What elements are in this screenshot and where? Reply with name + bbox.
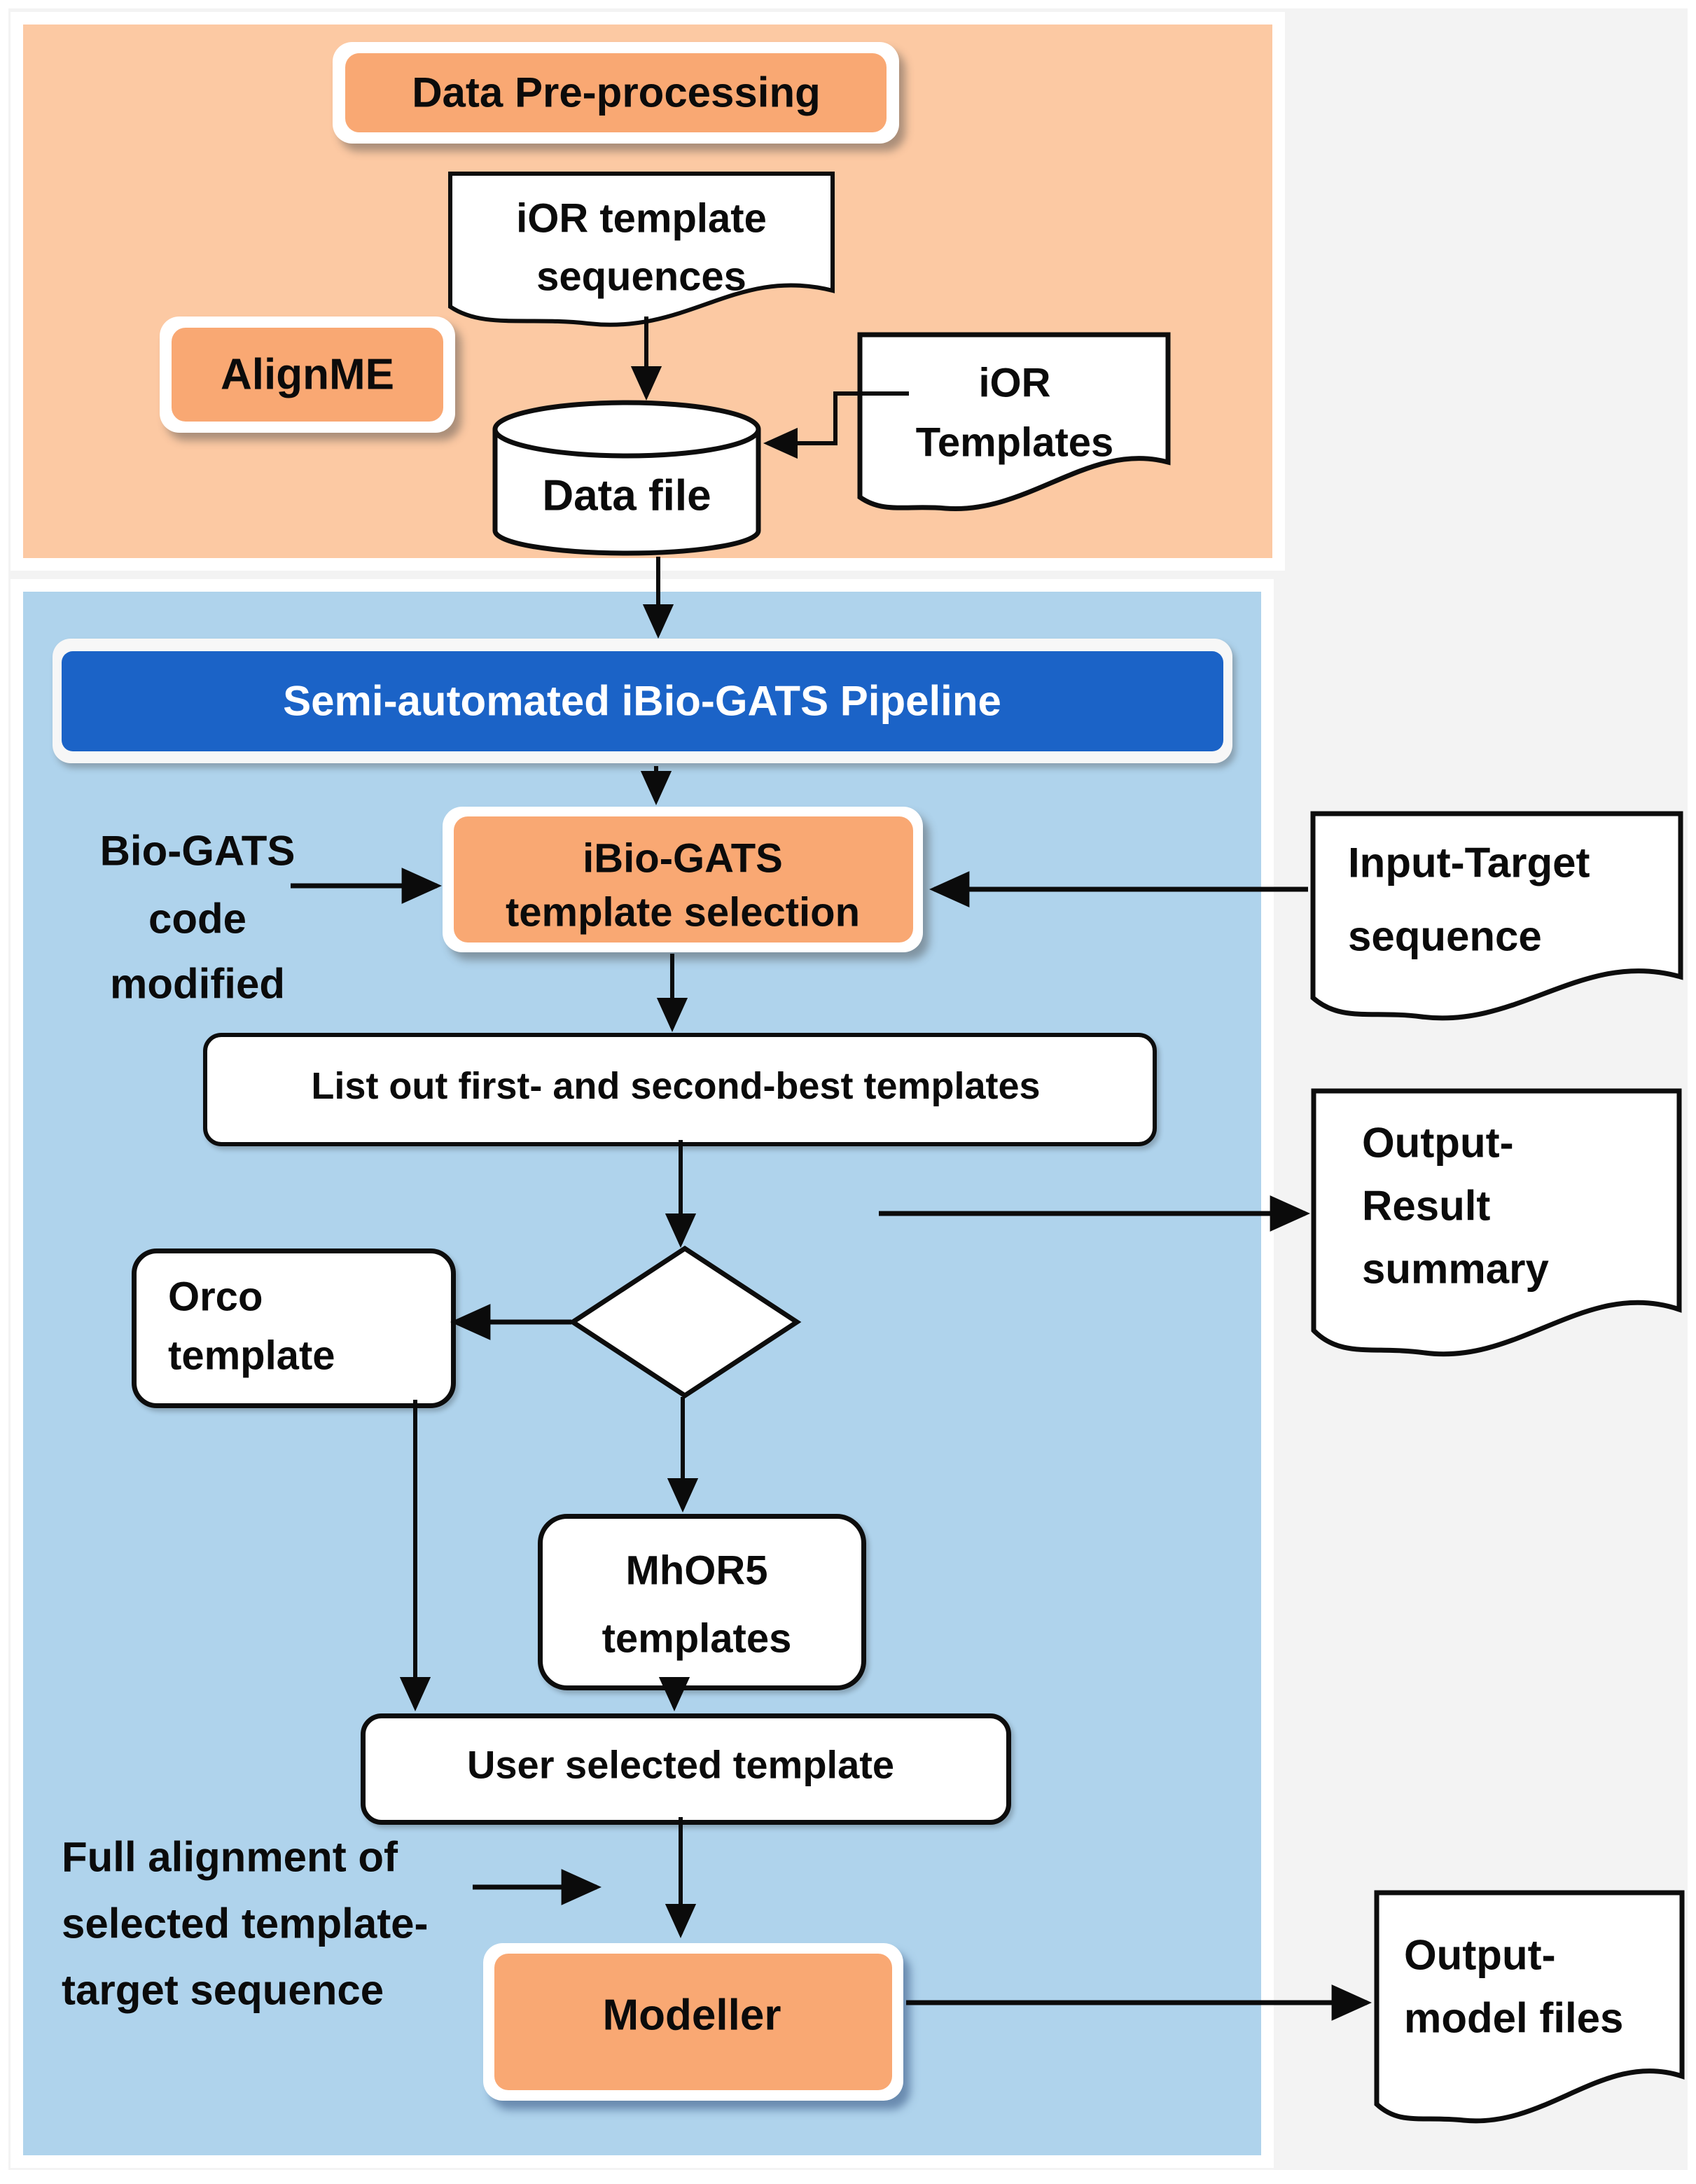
- output-result-document: [1311, 1088, 1682, 1357]
- modeller-box-fill: [494, 1954, 892, 2090]
- output-result-label-line3: summary: [1362, 1245, 1549, 1293]
- data-file-label: Data file: [542, 471, 711, 520]
- input-target-document: [1310, 811, 1683, 1021]
- template-selection-label-line1: iBio-GATS: [583, 835, 783, 882]
- output-result-label-line1: Output-: [1362, 1119, 1514, 1167]
- modeller-label: Modeller: [602, 1991, 781, 2040]
- template-selection-box-fill: [454, 816, 913, 943]
- ior-templates-document: [857, 332, 1171, 512]
- output-result-label-line2: Result: [1362, 1182, 1491, 1230]
- user-selected-template-box: [361, 1713, 1011, 1825]
- input-target-label-line1: Input-Target: [1348, 839, 1590, 886]
- arrow-templates-to-datafile: [763, 391, 909, 459]
- pipeline-banner-label: Semi-automated iBio-GATS Pipeline: [283, 677, 1001, 725]
- mhor5-label-line2: templates: [602, 1615, 792, 1662]
- output-model-document: [1374, 1890, 1685, 2124]
- input-target-label-line2: sequence: [1348, 912, 1542, 960]
- biogats-note-line1: Bio-GATS: [99, 827, 296, 875]
- pipeline-banner-fill: [62, 651, 1223, 751]
- alignme-label: AlignME: [221, 350, 394, 399]
- mhor5-label-line1: MhOR5: [625, 1547, 768, 1594]
- alignme-box-fill: [172, 328, 443, 422]
- data-file-cylinder: [492, 400, 761, 556]
- data-preprocessing-label: Data Pre-processing: [412, 69, 821, 116]
- template-selection-label-line2: template selection: [505, 889, 861, 935]
- full-alignment-line2: selected template-: [62, 1900, 429, 1947]
- ior-sequences-label-line2: sequences: [536, 253, 746, 300]
- output-model-label-line1: Output-: [1404, 1931, 1556, 1979]
- ior-sequences-document: [448, 172, 835, 327]
- user-selected-label: User selected template: [466, 1742, 895, 1787]
- output-model-label-line2: model files: [1404, 1994, 1624, 2042]
- data-preprocessing-box-fill: [345, 53, 887, 132]
- biogats-note-line3: modified: [110, 960, 285, 1008]
- decision-diamond: [568, 1245, 802, 1399]
- biogats-note-line2: code: [148, 895, 247, 943]
- ior-templates-label-line2: Templates: [915, 419, 1114, 466]
- full-alignment-line3: target sequence: [62, 1966, 384, 2014]
- orco-label-line1: Orco: [168, 1274, 263, 1320]
- ior-templates-label-line1: iOR: [978, 360, 1051, 406]
- list-out-label: List out first- and second-best template…: [311, 1065, 1041, 1107]
- full-alignment-line1: Full alignment of: [62, 1833, 398, 1881]
- orco-label-line2: template: [168, 1333, 335, 1379]
- ior-sequences-label-line1: iOR template: [516, 195, 767, 242]
- mhor5-templates-box: [538, 1514, 866, 1690]
